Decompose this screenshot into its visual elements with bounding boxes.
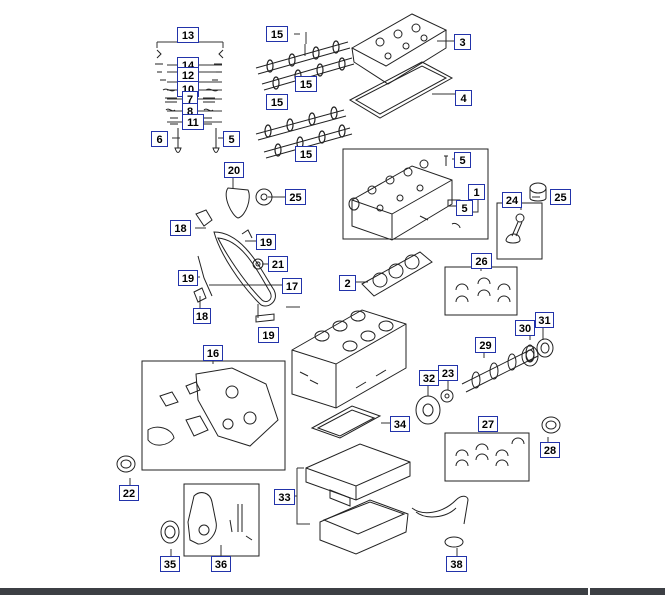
callout-15-d[interactable]: 15	[295, 146, 317, 162]
callout-3[interactable]: 3	[454, 34, 471, 50]
callout-26[interactable]: 24	[502, 192, 522, 208]
callout-29[interactable]: 28	[540, 442, 560, 458]
piston	[529, 182, 547, 202]
chain-guide	[197, 255, 213, 297]
chain-tensioner	[195, 209, 253, 239]
callout-36[interactable]: 35	[160, 556, 180, 572]
timing-chain	[213, 231, 276, 307]
main-bearing-frame	[444, 432, 530, 482]
callout-4[interactable]: 4	[455, 90, 472, 106]
callout-35[interactable]: 34	[390, 416, 410, 432]
callout-27[interactable]: 26	[471, 253, 492, 269]
callout-19-a[interactable]: 19	[256, 234, 276, 250]
cylinder-head-frame	[342, 148, 489, 240]
crank-seal	[521, 345, 539, 367]
callout-33[interactable]: 32	[419, 370, 439, 386]
callout-1[interactable]: 1	[468, 184, 485, 200]
callout-20[interactable]: 20	[224, 162, 244, 178]
thrust-washer	[541, 416, 561, 434]
callout-38[interactable]: 38	[446, 556, 467, 572]
head-gasket	[361, 251, 433, 297]
callout-28[interactable]: 27	[478, 416, 498, 432]
callout-37[interactable]: 36	[211, 556, 231, 572]
callout-18-b[interactable]: 18	[193, 308, 211, 324]
callout-34[interactable]: 33	[274, 489, 295, 505]
callout-32[interactable]: 31	[535, 312, 554, 328]
callout-13[interactable]: 13	[177, 27, 199, 43]
callout-15-c[interactable]: 15	[266, 94, 288, 110]
callout-18-a[interactable]: 18	[170, 220, 191, 236]
oil-seal	[160, 520, 180, 544]
callout-30[interactable]: 29	[475, 337, 496, 353]
callout-21[interactable]: 21	[268, 256, 288, 272]
callout-24[interactable]: 25	[285, 189, 306, 205]
callout-25[interactable]: 25	[550, 189, 571, 205]
oil-pickup	[411, 495, 469, 548]
callout-15-a[interactable]: 15	[266, 26, 288, 42]
bottom-bar	[0, 588, 665, 595]
oil-pump	[187, 492, 253, 545]
callout-19-b[interactable]: 19	[178, 270, 198, 286]
engine-block	[291, 309, 407, 409]
callout-23[interactable]: 23	[438, 365, 458, 381]
callout-5-a[interactable]: 5	[454, 152, 471, 168]
main-bearings	[455, 437, 525, 467]
callout-7[interactable]: 6	[151, 131, 168, 147]
callout-16[interactable]: 16	[203, 345, 223, 361]
callout-2[interactable]: 2	[339, 275, 356, 291]
front-seal	[116, 455, 136, 473]
crank-sprocket	[440, 389, 454, 403]
cylinder-head	[348, 155, 461, 241]
lower-oil-pan	[319, 499, 409, 555]
callout-17[interactable]: 17	[282, 278, 302, 294]
upper-oil-pan	[305, 443, 411, 507]
oil-pan-gasket	[310, 405, 382, 439]
callout-6[interactable]: 5	[223, 131, 240, 147]
idler-pulley	[252, 258, 264, 270]
timing-cover	[147, 367, 279, 447]
callout-31[interactable]: 30	[515, 320, 535, 336]
callout-19-c[interactable]: 19	[258, 327, 279, 343]
callout-15-b[interactable]: 15	[295, 76, 317, 92]
rear-seal	[536, 338, 554, 358]
rod-bearings	[455, 277, 511, 303]
callout-22[interactable]: 22	[119, 485, 139, 501]
tensioner-bracket	[193, 287, 275, 323]
callout-5-b[interactable]: 5	[456, 200, 473, 216]
timing-belt	[225, 187, 250, 219]
valve-cover-gasket	[348, 61, 454, 119]
connecting-rod	[505, 213, 525, 244]
cam-sprocket	[255, 188, 273, 206]
valve-train-parts	[155, 49, 224, 153]
connecting-rod-frame	[496, 202, 543, 260]
callout-11[interactable]: 11	[182, 114, 204, 130]
crank-pulley	[415, 395, 441, 425]
valve-cover	[350, 13, 448, 85]
bottom-bar-separator	[588, 588, 590, 595]
timing-cover-frame	[141, 360, 286, 471]
